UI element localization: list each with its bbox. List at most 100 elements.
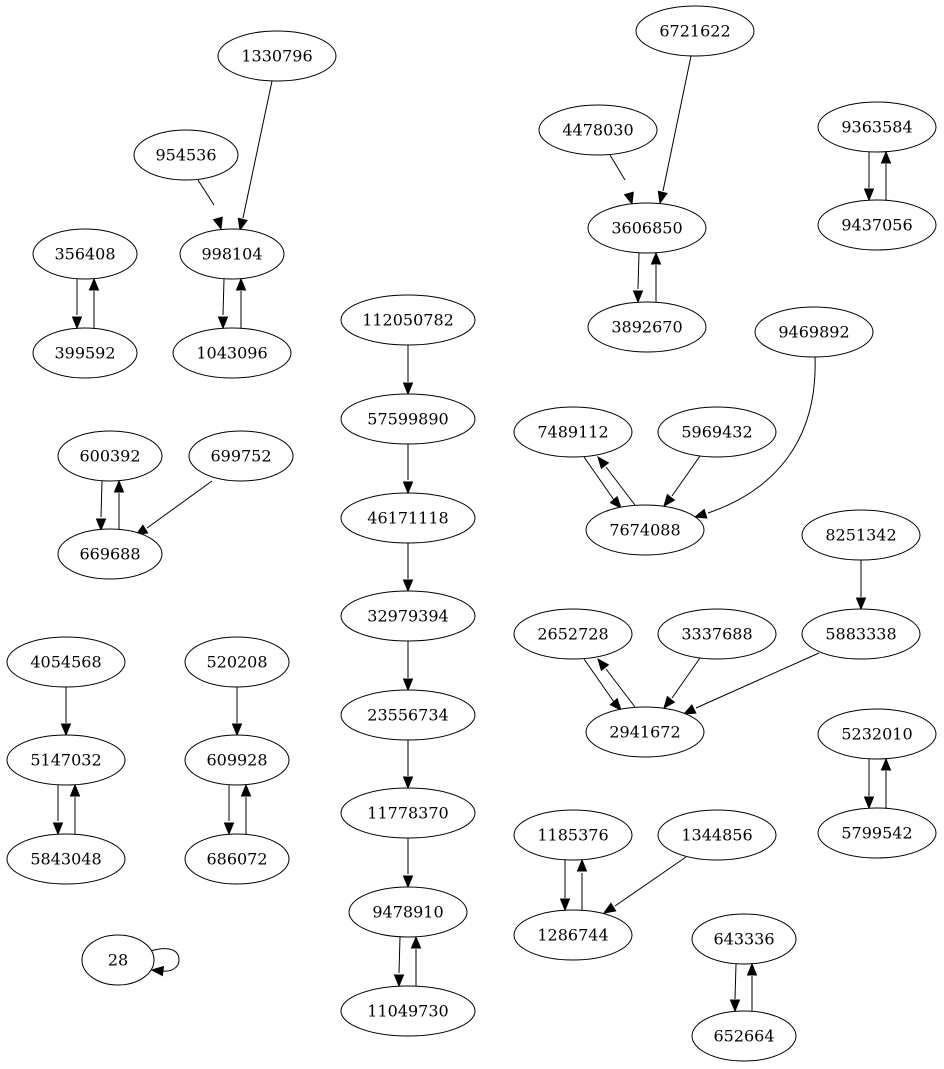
node-ellipse [217, 30, 337, 82]
edge-600392-to-669688 [95, 480, 107, 532]
node-5883338[interactable]: 5883338 [801, 608, 921, 660]
node-3606850[interactable]: 3606850 [587, 202, 707, 254]
node-2652728[interactable]: 2652728 [513, 608, 633, 660]
arrowhead-icon [95, 518, 107, 532]
node-ellipse [585, 706, 705, 758]
edge-46171118-to-32979394 [402, 543, 414, 593]
node-ellipse [179, 228, 285, 280]
edge-643336-to-652664 [729, 963, 741, 1013]
edge-line [609, 154, 626, 181]
node-label: 5843048 [30, 850, 101, 869]
node-600392[interactable]: 600392 [57, 430, 163, 482]
node-ellipse [587, 202, 707, 254]
node-label: 7674088 [609, 521, 680, 540]
edge-7489112-to-7674088 [583, 456, 622, 509]
node-1330796[interactable]: 1330796 [217, 30, 337, 82]
edge-line [583, 456, 615, 501]
node-669688[interactable]: 669688 [57, 528, 163, 580]
edge-line [707, 356, 816, 514]
node-5147032[interactable]: 5147032 [6, 734, 126, 786]
node-label: 112050782 [362, 311, 454, 330]
node-8251342[interactable]: 8251342 [801, 509, 921, 561]
node-5969432[interactable]: 5969432 [657, 406, 777, 458]
node-ellipse [691, 1010, 797, 1062]
node-686072[interactable]: 686072 [184, 833, 290, 885]
node-ellipse [6, 636, 126, 688]
node-3892670[interactable]: 3892670 [587, 301, 707, 353]
edge-line [614, 856, 687, 907]
arrowhead-icon [597, 657, 610, 672]
node-652664[interactable]: 652664 [691, 1010, 797, 1062]
node-356408[interactable]: 356408 [32, 228, 138, 280]
arrowhead-icon [52, 822, 64, 836]
node-1344856[interactable]: 1344856 [657, 809, 777, 861]
node-ellipse [817, 708, 937, 760]
arrowhead-icon [729, 999, 741, 1013]
node-998104[interactable]: 998104 [179, 228, 285, 280]
node-ellipse [340, 985, 476, 1037]
node-28[interactable]: 28 [81, 934, 155, 986]
edge-line [100, 480, 103, 518]
edge-7674088-to-7489112 [597, 455, 636, 506]
arrowhead-icon [863, 796, 875, 810]
node-643336[interactable]: 643336 [691, 913, 797, 965]
node-609928[interactable]: 609928 [184, 734, 290, 786]
edge-954536-to-998104 [197, 179, 223, 231]
node-ellipse [817, 199, 937, 251]
node-label: 8251342 [825, 526, 896, 545]
node-ellipse [691, 913, 797, 965]
arrowhead-icon [217, 316, 229, 330]
node-label: 1344856 [681, 826, 752, 845]
edge-line [662, 55, 692, 192]
edge-8251342-to-5883338 [855, 560, 867, 611]
node-label: 686072 [206, 850, 267, 869]
node-5799542[interactable]: 5799542 [817, 807, 937, 859]
node-label: 652664 [713, 1027, 774, 1046]
node-ellipse [57, 528, 163, 580]
node-11049730[interactable]: 11049730 [340, 985, 476, 1037]
arrowhead-icon [88, 277, 100, 291]
node-1043096[interactable]: 1043096 [172, 327, 292, 379]
edge-32979394-to-23556734 [402, 641, 414, 692]
node-9469892[interactable]: 9469892 [754, 306, 874, 358]
arrowhead-icon [393, 974, 405, 988]
node-7674088[interactable]: 7674088 [585, 504, 705, 556]
node-57599890[interactable]: 57599890 [340, 393, 476, 445]
edge-520208-to-609928 [231, 687, 243, 737]
node-32979394[interactable]: 32979394 [340, 590, 476, 642]
node-4054568[interactable]: 4054568 [6, 636, 126, 688]
node-699752[interactable]: 699752 [188, 430, 294, 482]
node-11778370[interactable]: 11778370 [340, 787, 476, 839]
node-9363584[interactable]: 9363584 [817, 101, 937, 153]
edge-1344856-to-1286744 [602, 856, 687, 914]
node-2941672[interactable]: 2941672 [585, 706, 705, 758]
node-23556734[interactable]: 23556734 [340, 689, 476, 741]
node-399592[interactable]: 399592 [32, 327, 138, 379]
node-1286744[interactable]: 1286744 [513, 909, 633, 961]
arrowhead-icon [69, 783, 81, 797]
edge-line [398, 936, 401, 974]
arrowhead-icon [231, 723, 243, 737]
edge-9478910-to-11049730 [393, 936, 405, 988]
node-46171118[interactable]: 46171118 [340, 492, 476, 544]
node-3337688[interactable]: 3337688 [657, 608, 777, 660]
node-6721622[interactable]: 6721622 [635, 5, 755, 57]
node-5843048[interactable]: 5843048 [6, 833, 126, 885]
node-954536[interactable]: 954536 [133, 129, 239, 181]
arrowhead-icon [597, 455, 610, 470]
node-label: 520208 [206, 653, 267, 672]
node-ellipse [513, 809, 633, 861]
node-520208[interactable]: 520208 [184, 636, 290, 688]
node-9437056[interactable]: 9437056 [817, 199, 937, 251]
node-112050782[interactable]: 112050782 [340, 294, 476, 346]
arrowhead-icon [402, 678, 414, 692]
node-7489112[interactable]: 7489112 [513, 406, 633, 458]
arrowhead-icon [650, 251, 662, 265]
node-5232010[interactable]: 5232010 [817, 708, 937, 760]
node-ellipse [6, 734, 126, 786]
node-label: 32979394 [367, 607, 448, 626]
node-1185376[interactable]: 1185376 [513, 809, 633, 861]
arrowhead-icon [402, 382, 414, 396]
node-4478030[interactable]: 4478030 [538, 104, 658, 156]
node-9478910[interactable]: 9478910 [348, 886, 468, 938]
